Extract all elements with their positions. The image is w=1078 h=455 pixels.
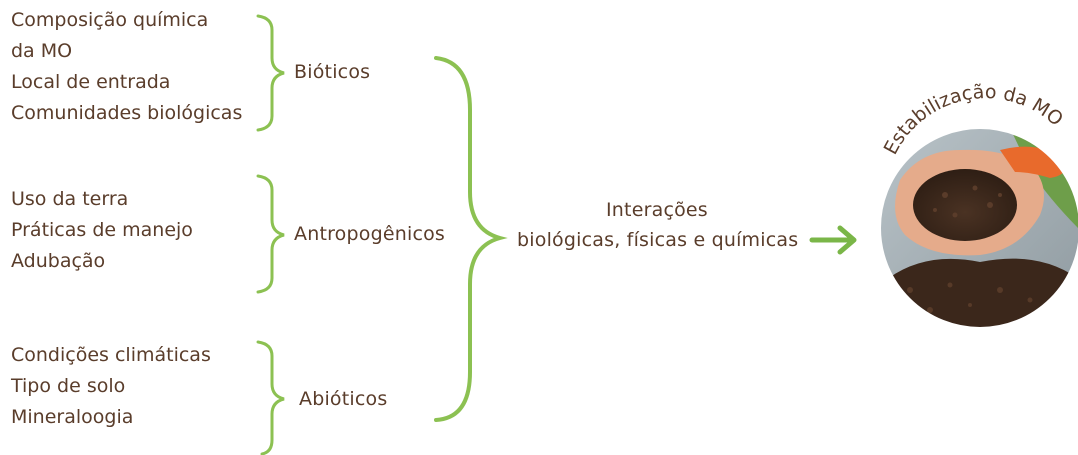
brace-antropogenicos [258,176,284,292]
list-bioticos: Composição química da MO Local de entrad… [11,5,242,129]
group-label-antropogenicos: Antropogênicos [294,219,445,250]
list-item: da MO [11,36,242,67]
list-item: Comunidades biológicas [11,98,242,129]
brace-abioticos [258,342,284,454]
list-item: Condições climáticas [11,340,211,371]
list-item: Uso da terra [11,184,193,215]
brace-main [436,58,500,420]
list-abioticos: Condições climáticas Tipo de solo Minera… [11,340,211,433]
list-item: Adubação [11,246,193,277]
interaction-subtitle: biológicas, físicas e químicas [517,225,798,256]
group-label-bioticos: Bióticos [294,57,370,88]
list-item: Composição química [11,5,242,36]
list-item: Práticas de manejo [11,215,193,246]
list-item: Tipo de solo [11,371,211,402]
arrow-right-icon [812,228,854,252]
list-antropogenicos: Uso da terra Práticas de manejo Adubação [11,184,193,277]
list-item: Local de entrada [11,67,242,98]
soil-hands-image [880,128,1078,330]
brace-bioticos [258,16,284,130]
interaction-title: Interações [606,195,708,226]
group-label-abioticos: Abióticos [299,384,387,415]
list-item: Mineraloogia [11,402,211,433]
